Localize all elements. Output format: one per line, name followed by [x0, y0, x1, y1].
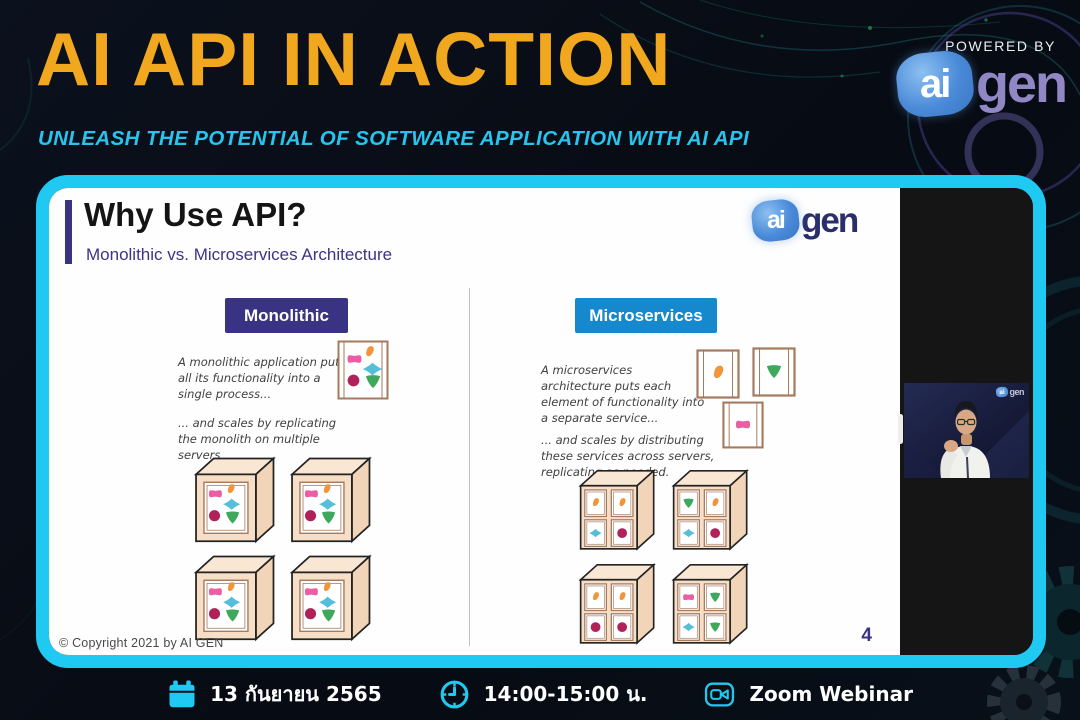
- event-date-group: 13 กันยายน 2565: [167, 678, 382, 710]
- microservice-box-illustration: [696, 349, 740, 399]
- monolith-process-illustration: [337, 340, 389, 400]
- slide-title: Why Use API?: [84, 196, 307, 233]
- microservices-label: Microservices: [575, 298, 717, 333]
- microservices-server-illustration: [574, 464, 657, 554]
- monolith-server-illustration: [189, 451, 277, 547]
- panel-drag-handle[interactable]: [898, 414, 903, 444]
- page-title: AI API IN ACTION: [36, 17, 672, 101]
- microservices-server-illustration: [667, 558, 750, 648]
- aigen-logo-ai-text: ai: [920, 61, 950, 106]
- speaker-panel: ai gen: [898, 188, 1033, 655]
- microservices-server-grid: [574, 464, 750, 648]
- watermark-aigen-gen-text: gen: [1009, 387, 1024, 397]
- microservices-server-illustration: [667, 464, 750, 554]
- monolithic-description-2: ... and scales by replicating the monoli…: [178, 416, 337, 463]
- slide-copyright: © Copyright 2021 by AI GEN: [59, 636, 224, 650]
- event-time-group: 14:00-15:00 น.: [438, 678, 648, 711]
- video-watermark-logo: ai gen: [995, 386, 1024, 398]
- column-divider: [469, 288, 470, 646]
- page-subtitle: UNLEASH THE POTENTIAL OF SOFTWARE APPLIC…: [38, 127, 750, 150]
- slide-aigen-logo-ai-text: ai: [767, 206, 784, 235]
- event-time: 14:00-15:00 น.: [483, 682, 648, 706]
- monolith-server-grid: [189, 451, 373, 645]
- slide-aigen-logo: ai gen: [749, 197, 859, 244]
- shared-slide: Why Use API? Monolithic vs. Microservice…: [49, 188, 900, 655]
- event-info-bar: 13 กันยายน 2565 14:00-15:00 น. Zoom Webi…: [0, 668, 1080, 720]
- event-platform-group: Zoom Webinar: [703, 679, 913, 710]
- presentation-frame: Why Use API? Monolithic vs. Microservice…: [36, 175, 1046, 668]
- monolithic-label: Monolithic: [225, 298, 348, 333]
- microservice-box-illustration: [722, 401, 764, 449]
- slide-subtitle: Monolithic vs. Microservices Architectur…: [86, 245, 393, 264]
- event-date: 13 กันยายน 2565: [210, 682, 382, 706]
- video-camera-icon: [705, 681, 735, 707]
- monolithic-description-1: A monolithic application puts all its fu…: [178, 355, 346, 402]
- clock-icon: [440, 680, 468, 708]
- monolith-server-illustration: [285, 549, 373, 645]
- slide-page-number: 4: [861, 625, 872, 646]
- aigen-logo-gen-text: gen: [975, 54, 1068, 114]
- slide-title-accent-bar: [65, 200, 72, 264]
- calendar-icon: [169, 680, 195, 708]
- microservices-description-1: A microservices architecture puts each e…: [541, 363, 705, 426]
- microservices-server-illustration: [574, 558, 657, 648]
- monolith-server-illustration: [285, 451, 373, 547]
- aigen-logo-mark-icon: ai: [893, 48, 977, 120]
- monolith-server-illustration: [189, 549, 277, 645]
- speaker-portrait: [904, 383, 1029, 478]
- event-platform: Zoom Webinar: [749, 682, 913, 706]
- slide-aigen-logo-mark-icon: ai: [749, 197, 802, 244]
- watermark-aigen-mark-icon: ai: [995, 386, 1009, 398]
- powered-by-label: POWERED BY: [945, 38, 1056, 54]
- speaker-video-thumbnail[interactable]: ai gen: [904, 383, 1029, 478]
- aigen-logo: ai gen: [893, 48, 1068, 120]
- microservice-box-illustration: [752, 347, 796, 397]
- slide-aigen-logo-gen-text: gen: [801, 201, 859, 240]
